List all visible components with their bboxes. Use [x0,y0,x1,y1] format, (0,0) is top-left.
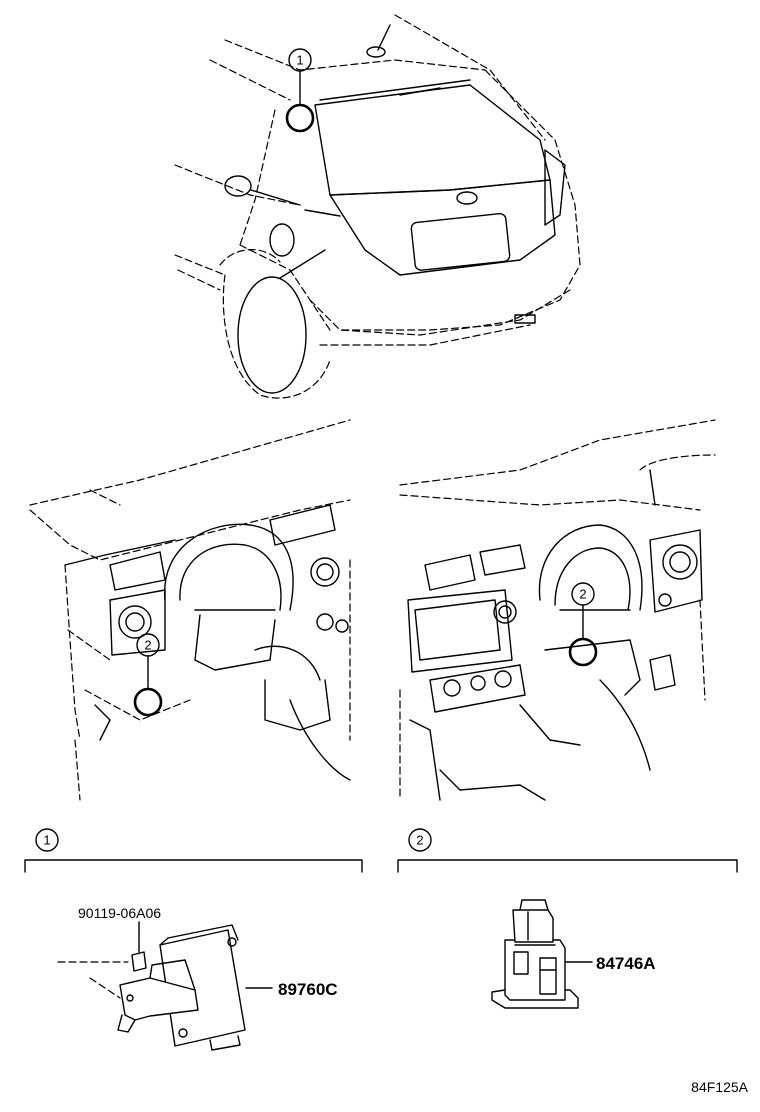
car-rear-view [174,14,581,399]
callout-2-left-number: 2 [144,638,151,653]
dashboard-left-view [29,419,351,801]
part-number-switch: 84746A [596,954,656,973]
section-2-header: 2 [397,828,738,873]
section-1-header: 1 [24,828,363,873]
callout-2-right: 2 [568,582,598,667]
callout-1-car-number: 1 [296,53,303,68]
section-2-number: 2 [416,833,423,848]
module-assembly [57,921,273,1051]
section-1-number: 1 [43,833,50,848]
part-number-module: 89760C [278,980,338,999]
callout-2-left: 2 [133,633,163,717]
diagram-code: 84F125A [691,1079,748,1095]
callout-1-car: 1 [285,48,315,133]
callout-2-right-number: 2 [579,587,586,602]
part-number-bolt: 90119-06A06 [78,905,161,921]
dashboard-right-view [399,419,716,801]
switch-assembly [491,899,593,1009]
